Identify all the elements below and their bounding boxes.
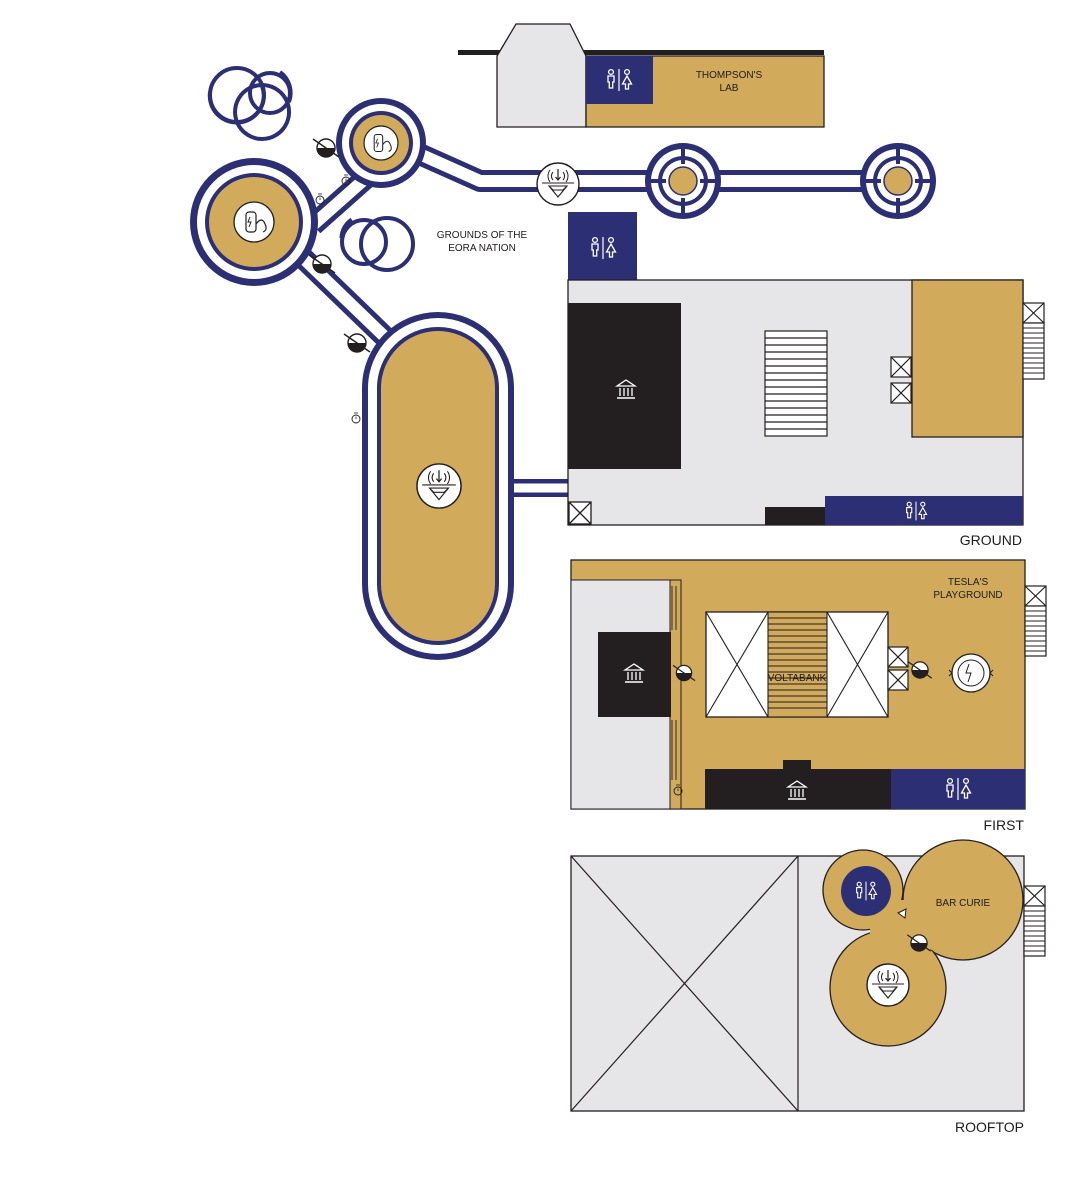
- rooftop-floor-plan[interactable]: [570, 839, 1046, 1112]
- stairs-icon: [1022, 302, 1045, 380]
- interlocking-rings-logo: [339, 216, 415, 272]
- turnstile-icon[interactable]: [343, 333, 371, 353]
- voltabank-room[interactable]: [705, 611, 889, 718]
- pavilion-large-circle[interactable]: [190, 158, 318, 286]
- path-ring-node-1[interactable]: [645, 143, 721, 219]
- thompsons-lab-label-line1: THOMPSON'S: [696, 70, 763, 81]
- floor-label-first: FIRST: [984, 817, 1025, 833]
- timer-icon: [315, 193, 325, 205]
- info-point-icon[interactable]: [416, 463, 462, 509]
- stairs-icon: [1023, 885, 1046, 957]
- grounds-label-line2: EORA NATION: [448, 243, 516, 254]
- lift-icon[interactable]: [887, 669, 909, 691]
- pavilion-small-circle[interactable]: [336, 98, 426, 188]
- teslas-label-line2: PLAYGROUND: [933, 590, 1002, 601]
- timer-icon: [351, 412, 361, 424]
- stairs-icon: [764, 330, 828, 437]
- interlocking-rings-logo: [207, 66, 293, 141]
- lift-icon[interactable]: [890, 356, 912, 378]
- thompsons-lab-label-line2: LAB: [720, 83, 739, 94]
- voltabank-label: VOLTABANK: [768, 673, 827, 684]
- floor-label-rooftop: ROOFTOP: [955, 1119, 1024, 1135]
- info-point-icon[interactable]: [866, 963, 910, 1007]
- ground-floor-plan[interactable]: [567, 212, 1045, 526]
- teslas-label-line1: TESLA'S: [948, 577, 989, 588]
- lift-icon[interactable]: [887, 646, 909, 668]
- bar-curie-label: BAR CURIE: [936, 898, 991, 909]
- grounds-label-line1: GROUNDS OF THE: [437, 230, 528, 241]
- path-ring-node-2[interactable]: [860, 143, 936, 219]
- stairs-icon: [1024, 585, 1047, 657]
- bar-curie-area[interactable]: [822, 839, 1024, 1047]
- info-point-icon[interactable]: [536, 162, 580, 206]
- first-floor-plan[interactable]: [570, 559, 1047, 810]
- floor-label-ground: GROUND: [960, 532, 1022, 548]
- lift-icon[interactable]: [890, 382, 912, 404]
- lift-icon[interactable]: [568, 501, 592, 525]
- thompsons-lab-building[interactable]: [458, 23, 825, 128]
- tesla-clock-icon: [948, 653, 994, 693]
- turnstile-icon[interactable]: [312, 138, 340, 158]
